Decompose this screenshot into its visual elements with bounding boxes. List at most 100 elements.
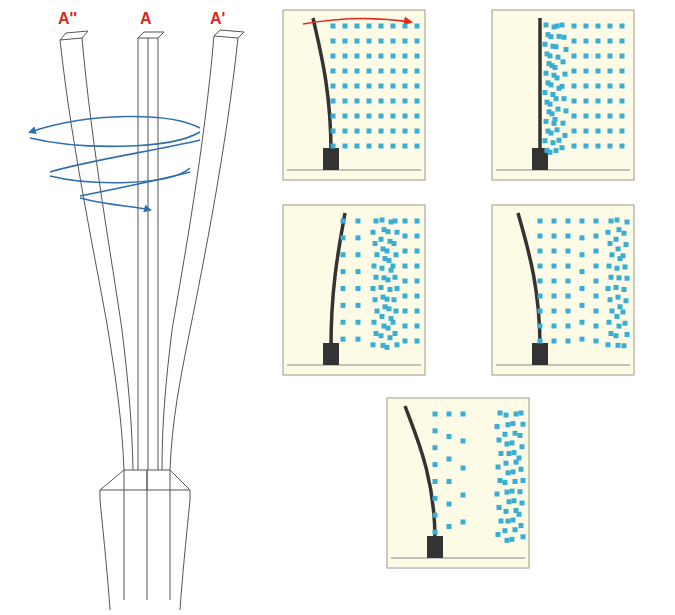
air-particle [367,24,372,29]
air-particle [380,314,385,319]
air-particle [433,530,438,535]
air-particle [379,333,384,338]
air-particle [355,144,360,149]
air-particle [572,24,577,29]
air-particle [625,220,630,225]
air-particle [608,297,613,302]
air-particle [331,129,336,134]
air-particle [461,493,466,498]
air-particle [513,527,518,532]
ground-line [496,365,630,366]
air-particle [461,439,466,444]
air-particle [374,275,379,280]
air-particle [433,428,438,433]
air-particle [403,309,408,314]
part-label: A' [210,10,225,28]
air-particle [572,54,577,59]
vibration-arrows [30,116,200,210]
air-particle [343,99,348,104]
air-particle [391,69,396,74]
air-particle [403,69,408,74]
ground-line [496,170,630,171]
panel-frame [492,205,634,375]
air-particle [596,54,601,59]
air-particle [519,411,524,416]
air-particle [623,265,628,270]
air-particle [393,219,398,224]
air-particle [510,489,515,494]
air-particle [538,219,543,224]
air-particle [379,129,384,134]
air-particle [594,339,599,344]
air-particle [355,24,360,29]
air-particle [606,342,611,347]
air-particle [415,324,420,329]
air-particle [596,24,601,29]
air-particle [566,339,571,344]
air-particle [403,294,408,299]
air-particle [512,498,517,503]
air-particle [372,264,377,269]
air-particle [386,229,391,234]
air-particle [580,286,585,291]
air-particle [343,144,348,149]
air-particle [395,286,400,291]
air-particle [355,54,360,59]
panel-frame [387,398,529,568]
air-particle [544,23,549,28]
air-particle [331,114,336,119]
air-particle [552,339,557,344]
air-particle [580,252,585,257]
air-particle [557,34,562,39]
air-particle [380,218,385,223]
air-particle [503,480,508,485]
air-particle [572,114,577,119]
air-particle [403,339,408,344]
air-particle [511,518,516,523]
air-particle [617,227,622,232]
air-particle [608,99,613,104]
air-particle [594,324,599,329]
air-particle [433,513,438,518]
air-particle [566,234,571,239]
air-particle [555,24,560,29]
air-particle [356,235,361,240]
wave-panel [492,10,634,180]
air-particle [447,412,452,417]
air-particle [403,234,408,239]
air-particle [355,99,360,104]
air-particle [372,320,377,325]
air-particle [517,456,522,461]
vibrating-rod [405,406,435,540]
air-particle [433,445,438,450]
air-particle [371,286,376,291]
air-particle [560,84,565,89]
air-particle [620,99,625,104]
air-particle [552,324,557,329]
air-particle [616,343,621,348]
air-particle [606,286,611,291]
air-particle [403,54,408,59]
air-particle [403,114,408,119]
air-particle [379,24,384,29]
wave-panel [387,398,529,568]
air-particle [538,279,543,284]
air-particle [607,264,612,269]
air-particle [388,335,393,340]
air-particle [616,295,621,300]
air-particle [566,219,571,224]
air-particle [415,39,420,44]
air-particle [617,324,622,329]
air-particle [386,326,391,331]
air-particle [415,69,420,74]
air-particle [608,54,613,59]
air-particle [554,96,559,101]
air-particle [367,144,372,149]
air-particle [343,54,348,59]
air-particle [371,342,376,347]
air-particle [538,234,543,239]
air-particle [415,144,420,149]
air-particle [514,412,519,417]
air-particle [550,111,555,116]
